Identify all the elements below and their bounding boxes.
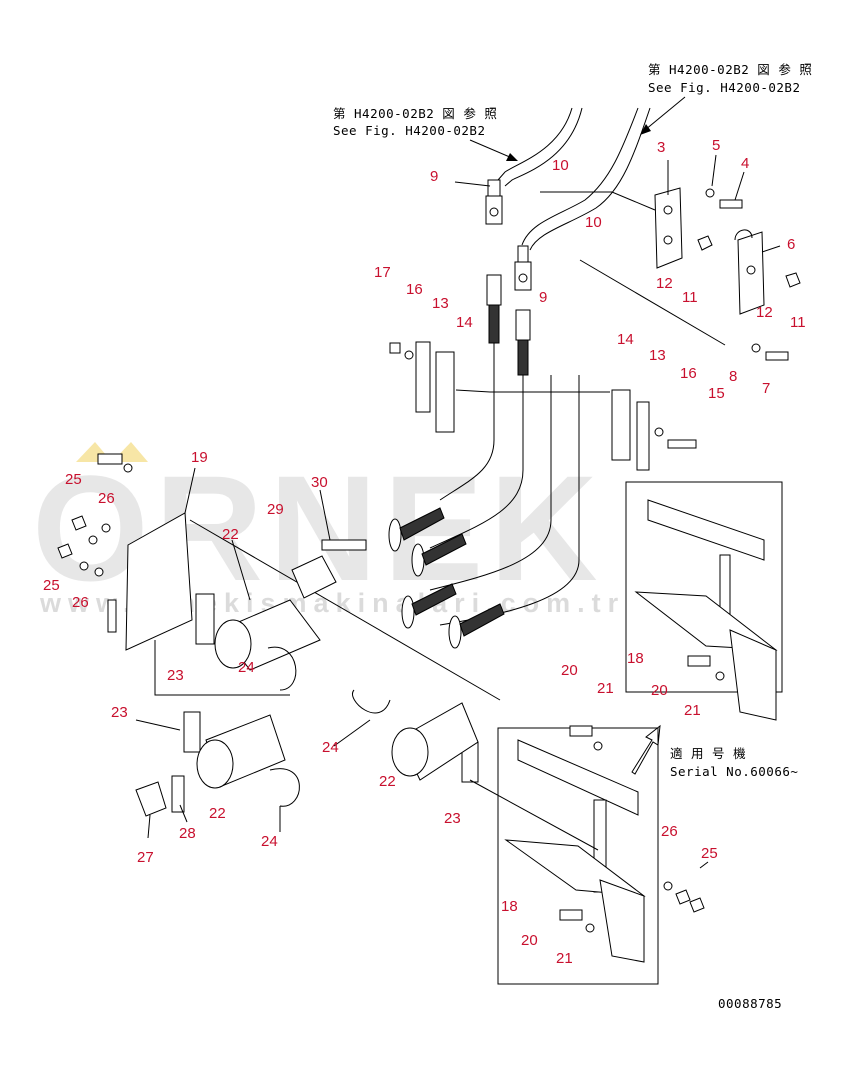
callout-19: 19 <box>191 449 208 466</box>
bracket-right <box>625 481 783 721</box>
callout-26c: 26 <box>661 823 678 840</box>
callout-13a: 13 <box>432 295 449 312</box>
callout-10b: 10 <box>585 214 602 231</box>
ref-top-right-jp: 第 H4200-02B2 図 参 照 <box>648 62 812 77</box>
hoses <box>429 107 651 626</box>
callout-14b: 14 <box>617 331 634 348</box>
callout-14a: 14 <box>456 314 473 331</box>
callout-24b: 24 <box>322 739 339 756</box>
callout-25c: 25 <box>701 845 718 862</box>
serial-jp: 適 用 号 機 <box>670 746 746 761</box>
leader-lines <box>135 154 781 869</box>
callout-26a: 26 <box>98 490 115 507</box>
callout-16a: 16 <box>406 281 423 298</box>
reference-arrows <box>469 96 686 775</box>
callout-17: 17 <box>374 264 391 281</box>
cylinders <box>135 593 479 817</box>
callout-24c: 24 <box>261 833 278 850</box>
flanges <box>291 507 505 649</box>
callout-21a: 21 <box>597 680 614 697</box>
callout-23b: 23 <box>111 704 128 721</box>
drawing-number: 00088785 <box>718 996 782 1011</box>
callout-5: 5 <box>712 137 720 154</box>
callout-25a: 25 <box>65 471 82 488</box>
callout-13b: 13 <box>649 347 666 364</box>
callout-21b: 21 <box>684 702 701 719</box>
callout-12b: 12 <box>756 304 773 321</box>
callout-26b: 26 <box>72 594 89 611</box>
callout-27: 27 <box>137 849 154 866</box>
callout-18a: 18 <box>627 650 644 667</box>
callout-10a: 10 <box>552 157 569 174</box>
callout-8: 8 <box>729 368 737 385</box>
callout-3: 3 <box>657 139 665 156</box>
callout-11b: 11 <box>790 314 806 331</box>
mounting-plate <box>57 453 501 701</box>
callout-20b: 20 <box>651 682 668 699</box>
callout-9b: 9 <box>539 289 547 306</box>
callouts: 3 4 5 6 7 8 9 9 10 10 11 11 12 12 13 13 … <box>43 137 806 967</box>
callout-25b: 25 <box>43 577 60 594</box>
callout-30: 30 <box>311 474 328 491</box>
callout-16b: 16 <box>680 365 697 382</box>
callout-4: 4 <box>741 155 749 172</box>
ref-top-right-en: See Fig. H4200-02B2 <box>648 80 801 95</box>
callout-15: 15 <box>708 385 725 402</box>
callout-18b: 18 <box>501 898 518 915</box>
callout-9a: 9 <box>430 168 438 185</box>
callout-29: 29 <box>267 501 284 518</box>
callout-20a: 20 <box>561 662 578 679</box>
ref-top-left-jp: 第 H4200-02B2 図 参 照 <box>333 106 497 121</box>
clamps <box>389 341 697 471</box>
clamp-plates <box>540 187 801 361</box>
callout-20c: 20 <box>521 932 538 949</box>
callout-24a: 24 <box>238 659 255 676</box>
callout-12a: 12 <box>656 275 673 292</box>
serial-en: Serial No.60066~ <box>670 764 798 779</box>
callout-21c: 21 <box>556 950 573 967</box>
callout-7: 7 <box>762 380 770 397</box>
callout-22b: 22 <box>209 805 226 822</box>
ref-top-left-en: See Fig. H4200-02B2 <box>333 123 486 138</box>
hose-fittings <box>485 179 532 376</box>
callout-6: 6 <box>787 236 795 253</box>
callout-22c: 22 <box>379 773 396 790</box>
callout-23c: 23 <box>444 810 461 827</box>
callout-11a: 11 <box>682 289 698 306</box>
callout-22a: 22 <box>222 526 239 543</box>
bracket-bottom <box>469 725 705 985</box>
callout-28: 28 <box>179 825 196 842</box>
watermark: ORNEK www.ornekismakinalari.com.tr <box>32 442 618 618</box>
callout-23a: 23 <box>167 667 184 684</box>
